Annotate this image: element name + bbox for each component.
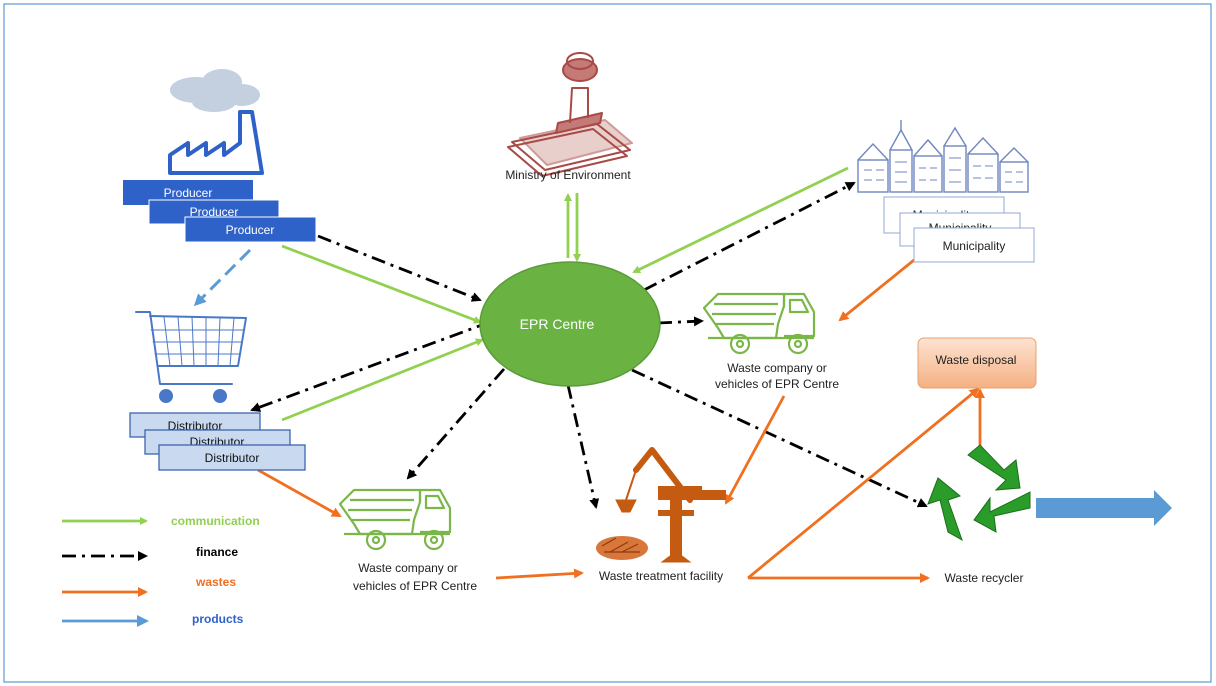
truck-right-label-line2: vehicles of EPR Centre xyxy=(715,377,839,391)
cart-icon xyxy=(135,311,247,403)
waste-distributor-truck xyxy=(257,468,342,518)
waste-disposal-node[interactable]: Waste disposal xyxy=(917,337,1037,389)
truck-icon xyxy=(338,488,452,551)
legend-item-products: products xyxy=(62,612,244,627)
ministry-label: Ministry of Environment xyxy=(505,168,631,182)
finance-arrows xyxy=(250,181,928,509)
prod-producer-cart xyxy=(193,248,252,307)
comm-municipality-epr xyxy=(632,166,849,274)
municipality-label: Municipality xyxy=(943,239,1006,253)
town-icon xyxy=(857,120,1029,193)
waste-recycler-label: Waste recycler xyxy=(945,571,1024,585)
comm-producer-epr xyxy=(281,244,482,324)
frame-border xyxy=(3,3,1212,683)
producer-stack: Producer Producer Producer xyxy=(123,180,317,243)
fin-epr-truck-left xyxy=(406,368,506,480)
factory-icon xyxy=(168,69,264,175)
fin-epr-treatment xyxy=(566,384,600,509)
prod-recycler-output xyxy=(1036,490,1172,526)
municipality-stack: Municipality Municipality Municipality xyxy=(883,196,1035,263)
fin-epr-truck-right xyxy=(657,316,704,327)
fin-epr-distributor xyxy=(250,320,491,412)
legend-label-products: products xyxy=(192,612,244,626)
legend-label-wastes: wastes xyxy=(195,575,236,589)
crane-icon xyxy=(596,447,726,563)
waste-treatment-disposal xyxy=(747,387,980,580)
truck-icon xyxy=(702,292,816,355)
comm-distributor-epr xyxy=(281,338,484,422)
municipality-box[interactable]: Municipality xyxy=(913,227,1035,263)
waste-disposal-label: Waste disposal xyxy=(936,353,1017,367)
fin-epr-recycler xyxy=(631,368,928,508)
producer-label: Producer xyxy=(226,223,275,237)
fin-producer-epr xyxy=(317,234,482,302)
producer-label: Producer xyxy=(164,186,213,200)
communication-arrows xyxy=(281,166,849,422)
fin-epr-municipality xyxy=(643,181,856,292)
distributor-stack: Distributor Distributor Distributor xyxy=(129,412,306,471)
recycle-icon xyxy=(927,444,1031,542)
product-arrows xyxy=(193,248,1172,526)
legend-item-wastes: wastes xyxy=(62,575,236,597)
producer-label: Producer xyxy=(190,205,239,219)
epr-centre-node[interactable]: EPR Centre xyxy=(479,261,661,387)
waste-municipality-truck xyxy=(838,258,915,322)
distributor-label: Distributor xyxy=(205,451,260,465)
waste-treatment-label: Waste treatment facility xyxy=(599,569,723,583)
epr-centre-label: EPR Centre xyxy=(520,316,595,332)
waste-truck-treatment-left xyxy=(495,568,584,580)
producer-box[interactable]: Producer xyxy=(184,216,317,243)
waste-truck-treatment-right xyxy=(724,395,786,505)
truck-left-label-line2: vehicles of EPR Centre xyxy=(353,579,477,593)
legend-label-communication: communication xyxy=(171,514,260,528)
stamp-icon xyxy=(507,52,633,177)
legend: communication finance wastes products xyxy=(62,514,260,627)
legend-item-communication: communication xyxy=(62,514,260,528)
truck-right-label-line1: Waste company or xyxy=(727,361,827,375)
legend-label-finance: finance xyxy=(196,545,238,559)
truck-left-label-line1: Waste company or xyxy=(358,561,458,575)
waste-arrows xyxy=(257,258,985,583)
smoke-cloud xyxy=(170,69,260,112)
legend-item-finance: finance xyxy=(62,545,238,561)
distributor-box[interactable]: Distributor xyxy=(158,444,306,471)
